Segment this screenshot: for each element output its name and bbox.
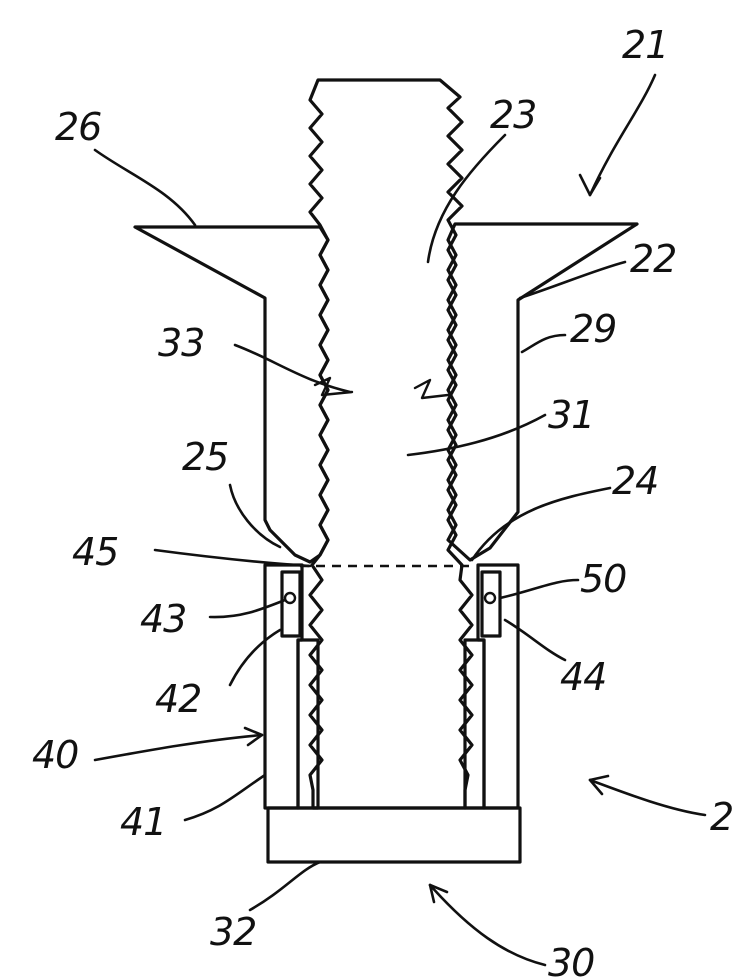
label-22: 22 [630, 237, 676, 281]
label-30: 30 [548, 941, 594, 980]
label-23: 23 [490, 93, 536, 137]
label-45: 45 [72, 530, 118, 574]
label-33: 33 [158, 321, 204, 365]
label-2: 2 [710, 795, 733, 839]
label-44: 44 [560, 655, 606, 699]
label-43: 43 [140, 597, 186, 641]
label-26: 26 [55, 105, 101, 149]
reference-numerals: 21 26 23 22 29 33 31 25 24 45 50 43 42 4… [32, 23, 734, 980]
leader-lines [93, 73, 707, 967]
sleeve-40 [263, 563, 522, 864]
label-31: 31 [548, 393, 594, 437]
label-32: 32 [210, 910, 256, 954]
label-40: 40 [32, 733, 78, 777]
label-29: 29 [570, 307, 616, 351]
label-41: 41 [120, 800, 166, 844]
label-25: 25 [182, 435, 228, 479]
bolt-31 [308, 78, 474, 810]
label-42: 42 [155, 677, 201, 721]
label-50: 50 [580, 557, 626, 601]
label-21: 21 [622, 23, 668, 67]
label-24: 24 [612, 459, 658, 503]
